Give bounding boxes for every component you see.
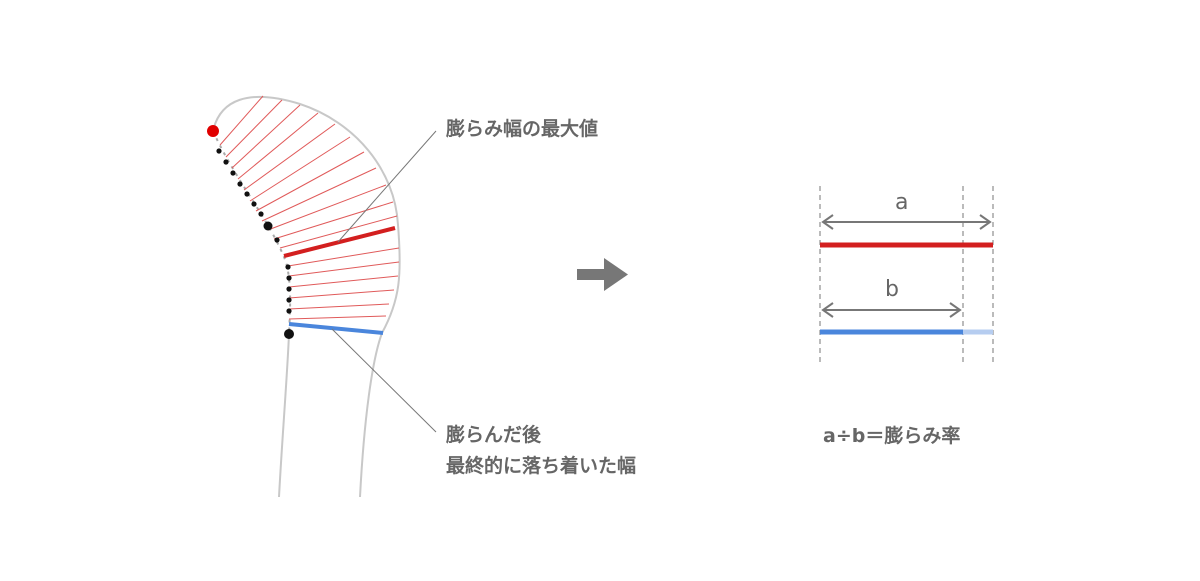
- label-settled-width-line1: 膨らんだ後: [446, 424, 542, 446]
- leader-line-max: [337, 130, 437, 243]
- label-settled-width-line2: 最終的に落ち着いた幅: [446, 455, 637, 477]
- dimension-arrow-a: [821, 214, 992, 230]
- guide-curve: [212, 130, 292, 335]
- hatch-lines-upper: [219, 95, 398, 249]
- label-var-b: b: [885, 277, 899, 302]
- label-var-a: a: [895, 190, 909, 215]
- leader-line-settled: [331, 328, 437, 433]
- shape-outline: [212, 95, 401, 498]
- right-arrow-icon: [577, 258, 628, 291]
- dimension-arrow-b: [821, 302, 962, 318]
- max-width-line: [283, 226, 396, 258]
- settled-width-line: [288, 322, 384, 335]
- label-max-width: 膨らみ幅の最大値: [446, 118, 599, 140]
- hatch-lines-lower: [287, 247, 400, 320]
- shape-inner-outline: [278, 333, 290, 498]
- guide-dots: [216, 148, 294, 339]
- start-dot: [207, 125, 219, 137]
- formula: a÷b＝膨らみ率: [823, 425, 961, 447]
